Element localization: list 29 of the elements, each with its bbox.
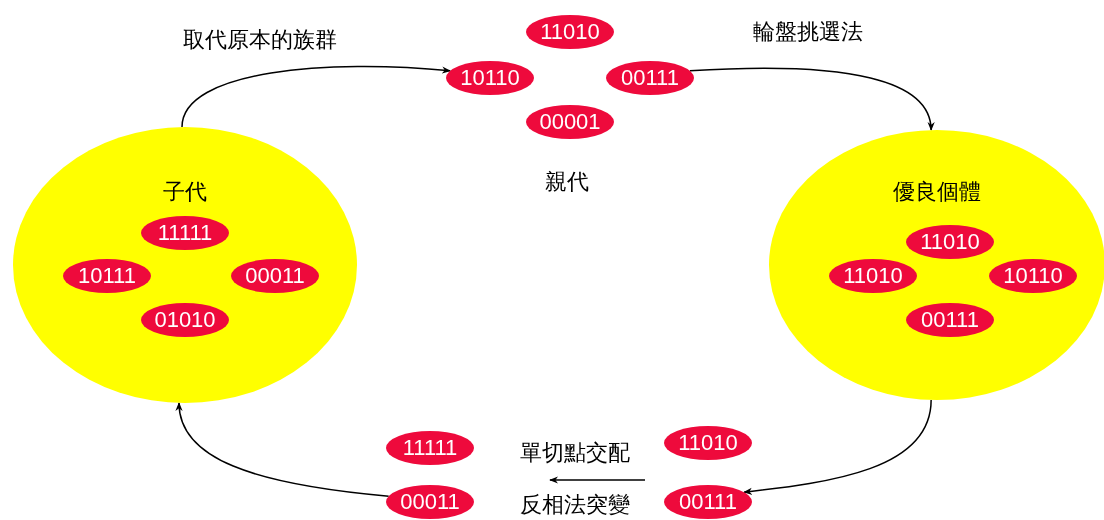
curved-arrow <box>176 402 390 497</box>
bit-string: 00111 <box>621 65 679 91</box>
operation-label: 反相法突變 <box>520 491 630 519</box>
group-title: 子代 <box>163 178 207 206</box>
curved-arrow <box>181 65 451 128</box>
curved-arrow <box>743 399 932 495</box>
bit-string: 11010 <box>920 229 980 255</box>
chromosome-ellipse <box>446 61 534 95</box>
edge-label: 取代原本的族群 <box>183 26 337 54</box>
bit-string: 00001 <box>539 109 601 135</box>
bit-string: 10110 <box>1003 263 1063 289</box>
bit-string: 11010 <box>540 19 600 45</box>
operation-label: 單切點交配 <box>520 439 630 467</box>
bit-string: 00111 <box>679 489 737 515</box>
bit-string: 00011 <box>245 263 305 289</box>
bit-string: 00011 <box>400 489 460 515</box>
bit-string: 11111 <box>157 220 213 246</box>
bit-string: 10111 <box>78 263 136 289</box>
bit-string: 11010 <box>678 430 738 456</box>
bit-string: 11010 <box>843 263 903 289</box>
bit-string: 11111 <box>402 435 458 461</box>
chromosome-ellipse <box>664 485 752 519</box>
bit-string: 01010 <box>154 307 216 333</box>
bit-string: 10110 <box>460 65 520 91</box>
group-label: 親代 <box>545 168 589 196</box>
edge-label: 輪盤挑選法 <box>753 18 863 46</box>
bit-string: 00111 <box>921 307 979 333</box>
curved-arrow <box>689 67 934 131</box>
group-title: 優良個體 <box>893 178 981 206</box>
